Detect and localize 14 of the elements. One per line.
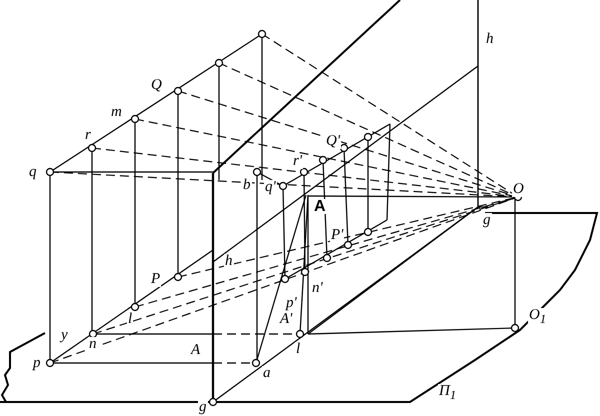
point-label: A	[313, 199, 327, 214]
point-label: h	[224, 254, 234, 269]
point-label: n	[88, 337, 98, 352]
point-label: q'	[264, 180, 277, 195]
point-label: g	[482, 213, 492, 228]
point-label: P'	[330, 228, 344, 243]
point-label: p'	[285, 296, 298, 311]
point-label: Q	[150, 78, 163, 93]
point-label: O	[512, 182, 525, 197]
point-label: r'	[292, 154, 304, 169]
point-label: P	[150, 272, 162, 287]
point-label: Q'	[325, 134, 342, 149]
point-label: l	[127, 312, 134, 327]
point-label: g	[198, 400, 208, 415]
